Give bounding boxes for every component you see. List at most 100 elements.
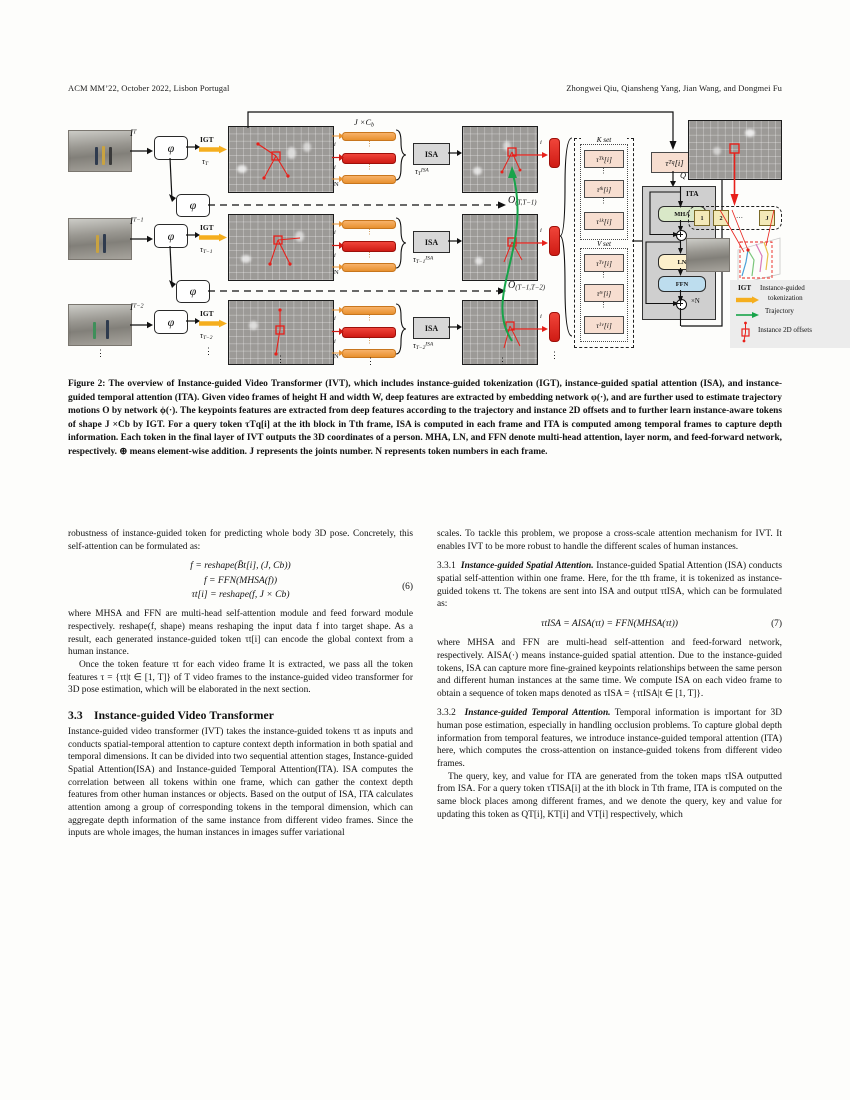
legend-igt-text-1: Instance-guided [760, 284, 805, 292]
i-label-out-row2: i [540, 227, 542, 234]
token-orange-bottom-row1 [342, 175, 396, 184]
legend-igt-text-2: tokenization [768, 294, 803, 302]
offset-marker-row2 [268, 235, 301, 266]
line-phi-to-varphi-2 [169, 245, 176, 288]
phi-box-row3: φ [154, 310, 188, 334]
token-dots2-row2: ⋮ [366, 251, 373, 259]
grid-to-token-arrows-row2 [332, 221, 344, 270]
tau-label-row2: τT−1 [200, 245, 213, 256]
v-dots-2: ⋮ [600, 301, 607, 309]
offset-marker-isa-row1 [500, 147, 522, 174]
tau-isa-label-row2: τT−1ISA [413, 255, 434, 266]
i-label-top-row1: i [334, 141, 336, 148]
arrow-photo-to-phi-row1 [130, 147, 153, 155]
feature-grid-row1 [228, 126, 334, 193]
arrow-isa-out-row3 [448, 324, 462, 330]
legend-offset-marker [741, 321, 750, 343]
left-paragraph-1: robustness of instance-guided token for … [68, 529, 413, 552]
i-label-bot-row1: i [334, 164, 336, 171]
token-dots-row2: ⋮ [366, 228, 373, 236]
legend-trajectory-text: Trajectory [765, 307, 794, 315]
i-label-out-row1: i [540, 139, 542, 146]
query-feedback-line [247, 111, 677, 150]
figure-caption-label: Figure 2: [68, 379, 106, 389]
offset-marker-row3 [274, 308, 285, 356]
subsection-3-3-1: 3.3.1 Instance-guided Spatial Attention.… [437, 560, 782, 611]
equation-7: τtISA = AISA(τt) = FFN(MHSA(τt)) (7) [437, 617, 782, 631]
tau-isa-label-row3: τT−2ISA [413, 341, 434, 352]
pose-output-photo [686, 238, 730, 272]
body-column-right: scales. To tackle this problem, we propo… [437, 528, 782, 821]
ellipsis-grid: ⋮ [276, 354, 285, 364]
isa-grid-row1 [462, 126, 538, 193]
token-red-out-row1 [549, 138, 560, 168]
joint-tokens-dots: … [736, 212, 743, 220]
subsection-3-3-1-title: Instance-guided Spatial Attention. [460, 561, 594, 572]
igt-label-row1: IGT [200, 135, 214, 144]
pose-output-skeleton [719, 209, 781, 285]
ita-title: ITA [686, 189, 699, 198]
arrow-isa-out-row1 [448, 150, 462, 156]
arrow-phi-to-igt-row2 [186, 232, 200, 238]
arrow-to-ksetv-row2 [512, 240, 548, 246]
tau-label-row3: τT−2 [200, 331, 213, 342]
ellipsis-isa: ⋮ [498, 356, 507, 366]
k-set-box: K set [580, 136, 628, 240]
arrow-photo-to-phi-row3 [130, 321, 153, 329]
running-head-right: Zhongwei Qiu, Qiansheng Yang, Jian Wang,… [566, 83, 782, 93]
tau-isa-label-row1: τTISA [415, 167, 429, 178]
figure-caption-text: The overview of Instance-guided Video Tr… [68, 379, 782, 457]
legend-trajectory-arrow [736, 312, 759, 318]
section-heading-3-3: 3.3 Instance-guided Video Transformer [68, 708, 413, 724]
grid-to-token-arrows-row3 [332, 307, 344, 356]
offset-label-1: O(T,T−1) [508, 195, 537, 207]
section-title-3-3: Instance-guided Video Transformer [94, 708, 274, 722]
token-dots-row1: ⋮ [366, 140, 373, 148]
ellipsis-red-token: ⋮ [550, 350, 559, 360]
brace-row1 [395, 129, 407, 181]
v-set-title: V set [581, 240, 627, 248]
k-dots-2: ⋮ [600, 197, 607, 205]
arrow-isa-out-row2 [448, 238, 462, 244]
equation-7-number: (7) [771, 618, 782, 629]
tau-label-row1: τT [202, 157, 209, 168]
legend-offset-text: Instance 2D offsets [758, 326, 812, 334]
xn-label: ×N [691, 298, 700, 305]
n-label-row3: N [334, 353, 339, 360]
i-label-bot-row3: i [334, 338, 336, 345]
ellipsis-tau: ⋮ [204, 346, 213, 356]
grid-to-token-arrows-row1 [332, 133, 344, 182]
ita-internal-wiring [645, 186, 683, 326]
k-set-title: K set [581, 136, 627, 144]
line-phi-to-varphi-1 [169, 157, 176, 202]
offset-marker-isa-row3 [503, 321, 521, 349]
arrow-query-to-ita [670, 171, 676, 187]
left-paragraph-4: Instance-guided video transformer (IVT) … [68, 727, 413, 839]
igt-label-row3: IGT [200, 309, 214, 318]
figure-2: IT φ IGT τT [68, 108, 850, 366]
right-paragraph-3: The query, key, and value for ITA are ge… [437, 771, 782, 820]
i-label-top-row3: i [334, 315, 336, 322]
i-label-out-row3: i [540, 313, 542, 320]
token-red-out-row3 [549, 312, 560, 342]
subsection-3-3-2-text: Temporal information is important for 3D… [437, 708, 782, 769]
subsection-3-3-2-number: 3.3.2 [437, 708, 456, 719]
brace-row3 [395, 303, 407, 355]
feature-grid-row3 [228, 300, 334, 365]
section-number-3-3: 3.3 [68, 708, 83, 722]
k-dots-1: ⋮ [600, 167, 607, 175]
igt-label-row2: IGT [200, 223, 214, 232]
token-dots2-row3: ⋮ [366, 337, 373, 345]
input-label-row1: IT [130, 128, 137, 138]
arrow-phi-to-igt-row3 [186, 318, 200, 324]
token-orange-bottom-row2 [342, 263, 396, 272]
jcb-label: J ×Cb [354, 118, 374, 129]
feature-grid-row2 [228, 214, 334, 281]
equation-6-line-3: τt[i] = reshape(f, J × Cb) [191, 589, 290, 601]
dashed-line-offset-2 [208, 287, 506, 295]
